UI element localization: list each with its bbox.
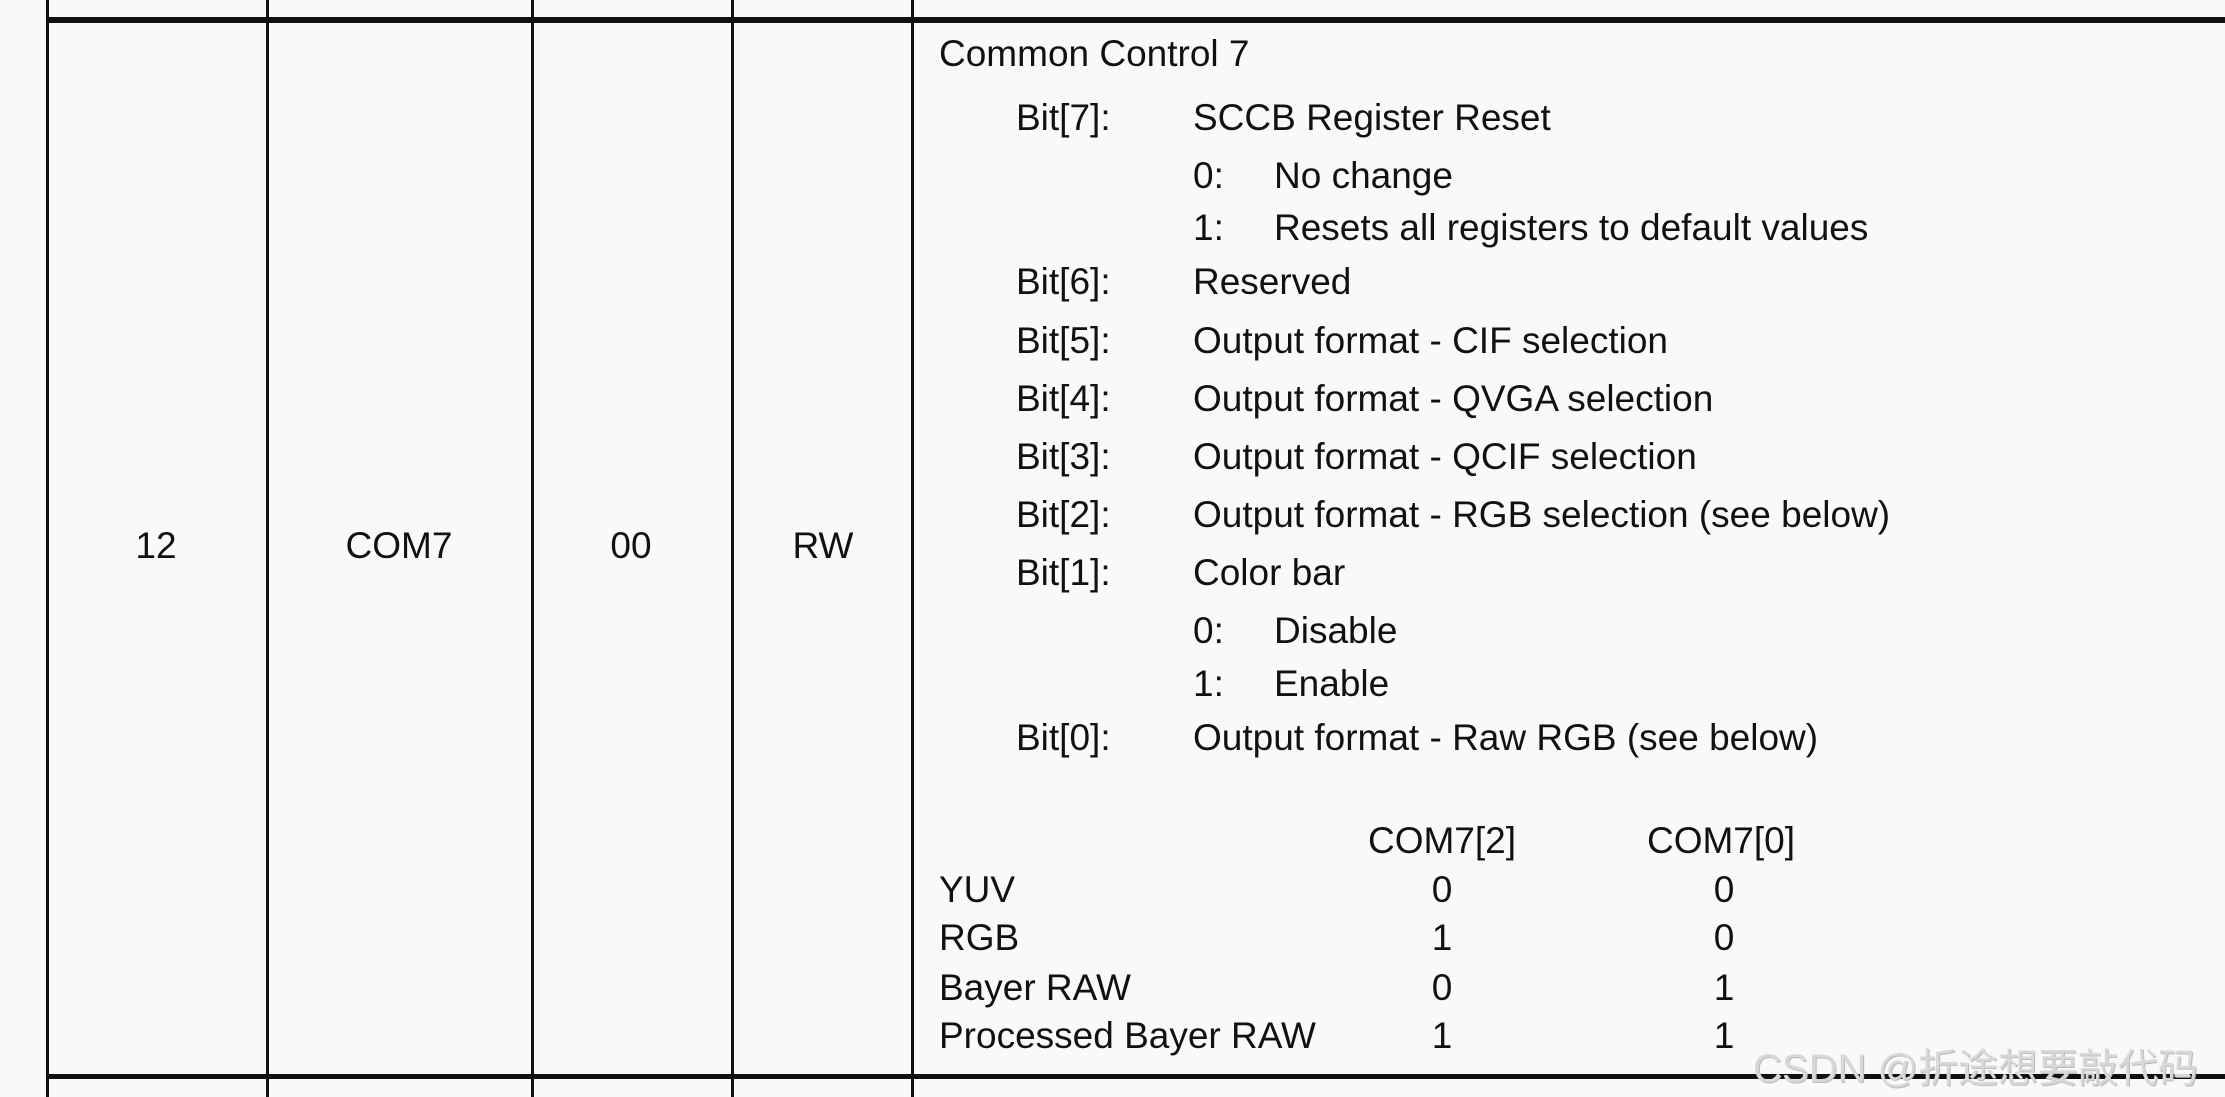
register-title: Common Control 7 (939, 33, 1250, 74)
option-value: 0: (1193, 610, 1224, 651)
bit-label: Bit[3]: (1016, 436, 1111, 477)
bit-label: Bit[0]: (1016, 717, 1111, 758)
column-divider (731, 0, 734, 1097)
bit-description: Output format - CIF selection (1193, 320, 1669, 361)
format-label: Processed Bayer RAW (939, 1015, 1316, 1056)
format-label: Bayer RAW (939, 967, 1131, 1008)
bit-label: Bit[1]: (1016, 552, 1111, 593)
format-value: 1 (1713, 967, 1735, 1008)
format-value: 0 (1713, 917, 1735, 958)
bit-description: SCCB Register Reset (1193, 97, 1551, 138)
address-cell: 12 (135, 525, 177, 566)
bit-label: Bit[7]: (1016, 97, 1111, 138)
bit-description: Reserved (1193, 261, 1352, 302)
bit-label: Bit[4]: (1016, 378, 1111, 419)
column-divider (266, 0, 269, 1097)
format-value: 0 (1431, 869, 1453, 910)
format-header: COM7[2] (1367, 820, 1517, 861)
bit-label: Bit[5]: (1016, 320, 1111, 361)
bit-description: Output format - RGB selection (see below… (1193, 494, 1891, 535)
option-text: No change (1274, 155, 1453, 196)
format-value: 0 (1431, 967, 1453, 1008)
format-value: 1 (1713, 1015, 1735, 1056)
bit-description: Output format - Raw RGB (see below) (1193, 717, 1819, 758)
format-label: YUV (939, 869, 1016, 910)
option-value: 0: (1193, 155, 1224, 196)
format-header: COM7[0] (1646, 820, 1796, 861)
option-value: 1: (1193, 207, 1224, 248)
option-value: 1: (1193, 663, 1224, 704)
watermark: CSDN @折途想要敲代码 (1753, 1047, 2199, 1091)
bit-description: Output format - QVGA selection (1193, 378, 1714, 419)
bit-description: Output format - QCIF selection (1193, 436, 1697, 477)
column-divider (46, 0, 49, 1097)
row-divider (47, 17, 2225, 23)
format-value: 1 (1431, 917, 1453, 958)
format-label: RGB (939, 917, 1020, 958)
format-value: 0 (1713, 869, 1735, 910)
bit-label: Bit[2]: (1016, 494, 1111, 535)
format-value: 1 (1431, 1015, 1453, 1056)
row-divider (47, 1074, 2225, 1079)
bit-label: Bit[6]: (1016, 261, 1111, 302)
column-divider (911, 0, 914, 1097)
register-name-cell: COM7 (345, 525, 453, 566)
option-text: Resets all registers to default values (1274, 207, 1869, 248)
option-text: Disable (1274, 610, 1398, 651)
default-value-cell: 00 (610, 525, 652, 566)
column-divider (531, 0, 534, 1097)
rw-cell: RW (792, 525, 854, 566)
option-text: Enable (1274, 663, 1390, 704)
bit-description: Color bar (1193, 552, 1346, 593)
